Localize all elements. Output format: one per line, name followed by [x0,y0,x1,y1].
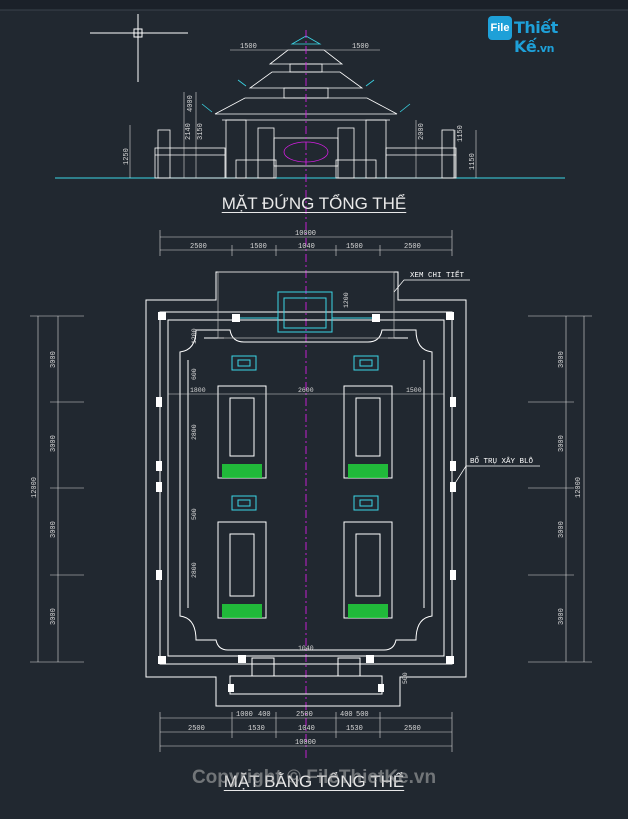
callout-pillar: BỔ TRỤ XÂY BLÔ [470,456,534,466]
dim-s9: 3000 [558,608,566,625]
logo-ext: .vn [536,42,554,55]
site-logo[interactable]: File Thiết Kế.vn [488,14,600,56]
dim-b5: 500 [356,711,369,719]
dim-i9: 1040 [298,645,314,652]
dim-s4: 3000 [50,608,58,625]
dim-i2: 2600 [298,387,314,394]
dim-e3: 4000 [187,95,195,112]
dim-t1: 2500 [190,243,207,251]
logo-mark: File [488,16,512,40]
plan-top-dimensions [159,230,453,256]
dim-s6: 3000 [558,351,566,368]
dim-e6: 1250 [123,148,131,165]
dim-i7: 500 [191,508,198,520]
dim-t4: 1500 [346,243,363,251]
plan-bottom-dimensions [159,712,453,752]
dim-i3: 1500 [406,387,422,394]
dim-s7: 3000 [558,435,566,452]
plan-cyan-elements [231,291,379,511]
dim-b10: 2500 [404,725,421,733]
dim-b1: 1000 [236,711,253,719]
plan-side-dim-text: 3000 3000 3000 3000 12000 3000 3000 3000… [31,351,583,625]
dim-b4: 400 [340,711,353,719]
dim-b7: 1530 [248,725,265,733]
dim-e1: 1500 [240,43,257,51]
dim-i1: 1800 [190,387,206,394]
elevation-dimensions [129,49,477,178]
dim-i10: 1200 [343,292,350,308]
dim-e2: 1500 [352,43,369,51]
callout-text: XEM CHI TIẾT BỔ TRỤ XÂY BLÔ [410,269,534,466]
plan-top-dim-text: 10000 2500 1500 1040 1500 2500 [190,230,421,251]
elevation-title: MẶT ĐỨNG TỔNG THỂ [221,194,407,213]
dim-s3: 3000 [50,521,58,538]
dim-e4: 2140 [185,123,193,140]
dim-s10: 12000 [575,477,583,498]
callout-leaders [393,279,540,489]
plan-title: MẶT BẰNG TỔNG THỂ [223,772,405,791]
dim-b2: 400 [258,711,271,719]
dim-s8: 3000 [558,521,566,538]
dim-b8: 1040 [298,725,315,733]
logo-name-text: Thiết Kế [514,18,558,56]
dim-b3: 2500 [296,711,313,719]
dim-b11: 10000 [295,739,316,747]
plan-green-hatch [222,464,388,618]
plan-side-dimensions [30,315,592,663]
dim-i4: 1200 [191,328,198,344]
dim-i6: 2800 [191,424,198,440]
dim-s2: 3000 [50,435,58,452]
callout-detail: XEM CHI TIẾT [410,269,465,280]
plan-posts [156,312,456,692]
logo-name: Thiết Kế.vn [514,18,600,56]
plan-bottom-dim-text: 1000 400 2500 400 500 2500 1530 1040 153… [188,711,421,747]
dim-e5: 3150 [197,123,205,140]
dim-t0: 10000 [295,230,316,238]
dim-i11: 500 [402,672,409,684]
dim-t3: 1040 [298,243,315,251]
dim-e7: 2000 [418,123,426,140]
dim-e8: 1150 [457,125,465,142]
plan-inner-dim-text: 1800 2600 1500 1200 600 2800 500 2800 10… [168,292,444,684]
cursor-crosshair[interactable] [90,14,188,82]
dim-b9: 1530 [346,725,363,733]
elevation-dim-text: 1500 1500 4000 2140 3150 1250 2000 1150 … [123,43,477,170]
dim-e9: 1150 [469,153,477,170]
dim-t5: 2500 [404,243,421,251]
dim-t2: 1500 [250,243,267,251]
dim-i5: 600 [191,368,198,380]
dim-i8: 2800 [191,562,198,578]
dim-s1: 3000 [50,351,58,368]
top-strip [0,0,628,10]
dim-b6: 2500 [188,725,205,733]
dim-s5: 12000 [31,477,39,498]
elevation-drawing [55,35,565,179]
copyright-watermark: Copyright © FileThietKe.vn [191,767,437,788]
